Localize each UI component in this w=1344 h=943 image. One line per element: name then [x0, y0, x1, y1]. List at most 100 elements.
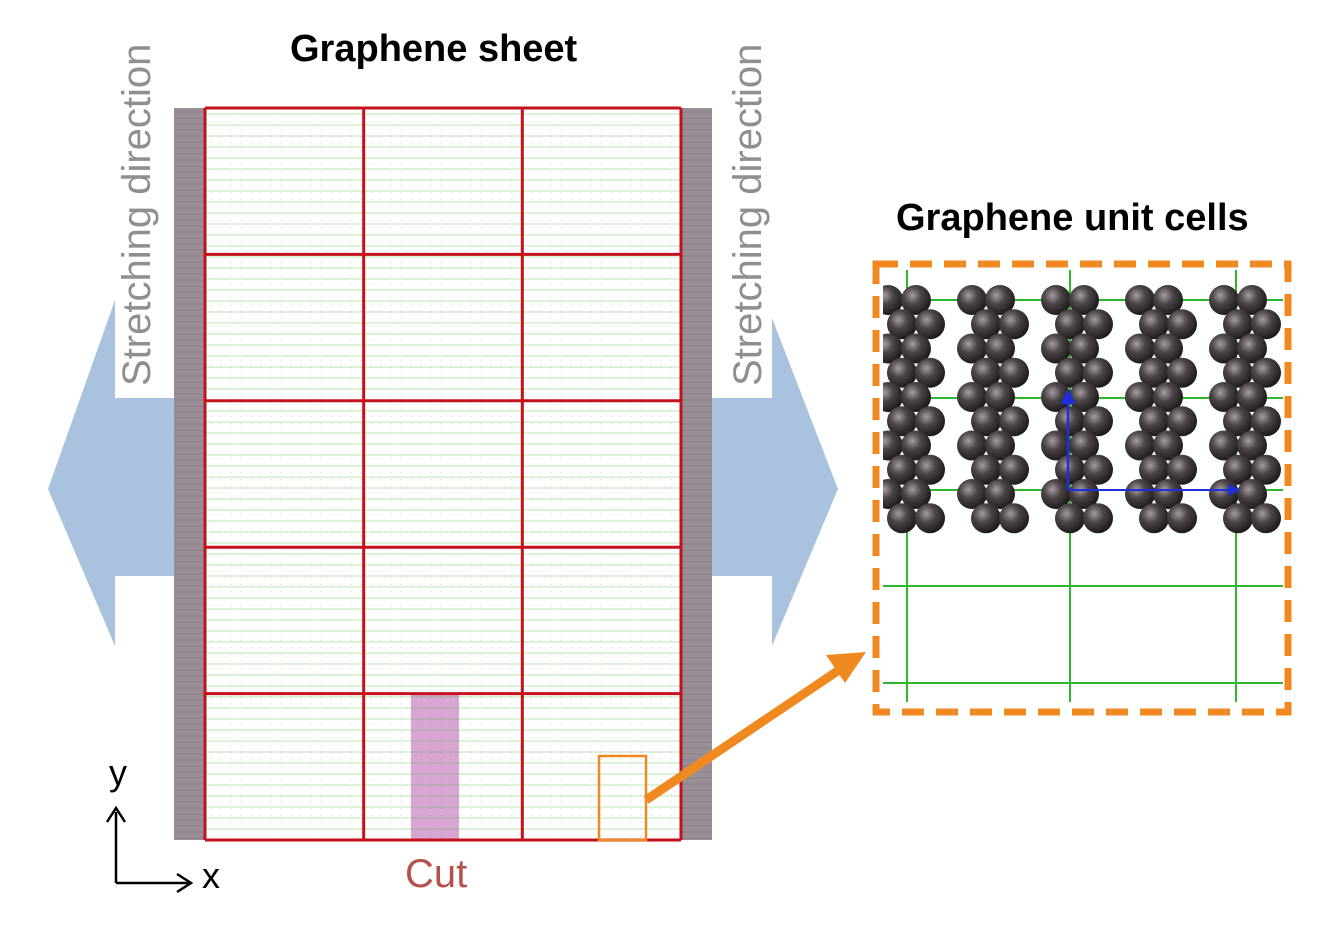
carbon-atom — [1209, 333, 1239, 364]
carbon-atom — [999, 503, 1029, 534]
carbon-bond — [1322, 397, 1336, 421]
carbon-atom — [1069, 333, 1099, 364]
unit-cells-lattice — [803, 270, 1344, 702]
carbon-atom — [1125, 430, 1155, 461]
carbon-atom — [1237, 381, 1267, 412]
carbon-atom — [1321, 382, 1344, 412]
carbon-bond — [818, 397, 832, 421]
carbon-atom — [999, 309, 1029, 340]
carbon-bond — [818, 348, 832, 372]
carbon-atom — [1321, 479, 1344, 509]
carbon-atom — [1293, 333, 1323, 363]
carbon-bond — [832, 300, 846, 324]
carbon-bond — [1308, 445, 1322, 469]
carbon-atom — [1223, 357, 1253, 388]
carbon-atom — [887, 406, 917, 437]
carbon-atom — [901, 333, 931, 364]
carbon-bond — [832, 397, 846, 421]
carbon-atom — [971, 309, 1001, 340]
carbon-atom — [971, 454, 1001, 485]
carbon-atom — [1139, 309, 1169, 340]
carbon-atom — [915, 357, 945, 388]
carbon-atom — [1293, 382, 1323, 412]
carbon-atom — [901, 285, 931, 315]
carbon-bond — [1336, 470, 1344, 494]
carbon-bond — [1308, 494, 1322, 518]
carbon-atom — [1223, 309, 1253, 340]
carbon-atom — [1209, 381, 1239, 412]
carbon-atom — [985, 381, 1015, 412]
carbon-atom — [1153, 333, 1183, 364]
carbon-bond — [832, 373, 846, 397]
carbon-atom — [1055, 503, 1085, 534]
cut-label: Cut — [405, 852, 468, 896]
carbon-atom — [1069, 430, 1099, 461]
y-axis-label: y — [109, 752, 127, 793]
carbon-atom — [1153, 381, 1183, 412]
carbon-atom — [1041, 430, 1071, 461]
carbon-bond — [1308, 373, 1322, 397]
carbon-atom — [1125, 285, 1155, 315]
carbon-atom — [1069, 478, 1099, 509]
carbon-bond — [1308, 421, 1322, 445]
carbon-atom — [1307, 455, 1337, 485]
carbon-atom — [817, 382, 847, 412]
carbon-atom — [1307, 358, 1337, 388]
carbon-atom — [1083, 406, 1113, 437]
carbon-atom — [1125, 381, 1155, 412]
carbon-atom — [999, 454, 1029, 485]
carbon-atom — [817, 285, 847, 315]
carbon-atom — [1167, 309, 1197, 340]
carbon-atom — [1055, 406, 1085, 437]
carbon-atom — [1139, 503, 1169, 534]
carbon-atom — [1083, 454, 1113, 485]
fine-mesh-grid — [174, 108, 712, 840]
carbon-atom — [971, 503, 1001, 534]
stretch-arrow-right — [708, 318, 838, 646]
carbon-bond — [1308, 324, 1322, 348]
carbon-atom — [1041, 478, 1071, 509]
carbon-bond — [1336, 445, 1344, 469]
carbon-atom — [887, 503, 917, 534]
carbon-atom — [1083, 503, 1113, 534]
y-axis-arrowhead — [105, 805, 127, 823]
sheet-title: Graphene sheet — [290, 28, 578, 70]
carbon-atom — [883, 381, 903, 412]
carbon-bond — [1308, 470, 1322, 494]
carbon-bond — [1336, 348, 1344, 372]
carbon-atom — [831, 309, 861, 339]
carbon-bond — [1322, 494, 1336, 518]
carbon-atom — [985, 333, 1015, 364]
carbon-atom — [1321, 430, 1344, 460]
carbon-atom — [915, 406, 945, 437]
carbon-atom — [1153, 285, 1183, 315]
carbon-atom — [1335, 455, 1344, 485]
carbon-bond — [1322, 324, 1336, 348]
carbon-bond — [832, 421, 846, 445]
carbon-atom — [915, 309, 945, 340]
unit-cells-dashed-border — [872, 260, 1292, 716]
carbon-atom — [1237, 285, 1267, 315]
carbon-atom — [817, 333, 847, 363]
carbon-atom — [1335, 503, 1344, 533]
carbon-atom — [1335, 309, 1344, 339]
carbon-atom — [803, 309, 833, 339]
carbon-atom — [1223, 503, 1253, 534]
carbon-atom — [1125, 478, 1155, 509]
x-axis-arrowhead — [176, 872, 194, 894]
carbon-bond — [818, 421, 832, 445]
carbon-atom — [915, 454, 945, 485]
zoom-arrow — [643, 664, 845, 804]
carbon-bond — [818, 300, 832, 324]
carbon-atom — [887, 309, 917, 340]
stretch-arrow-left — [48, 300, 178, 646]
carbon-atom — [1307, 503, 1337, 533]
carbon-atom — [831, 406, 861, 436]
carbon-atom — [985, 430, 1015, 461]
stretch-label-right: Stretching direction — [726, 43, 770, 386]
carbon-atom — [915, 503, 945, 534]
carbon-atom — [1209, 430, 1239, 461]
carbon-atom — [803, 358, 833, 388]
carbon-atom — [1139, 406, 1169, 437]
